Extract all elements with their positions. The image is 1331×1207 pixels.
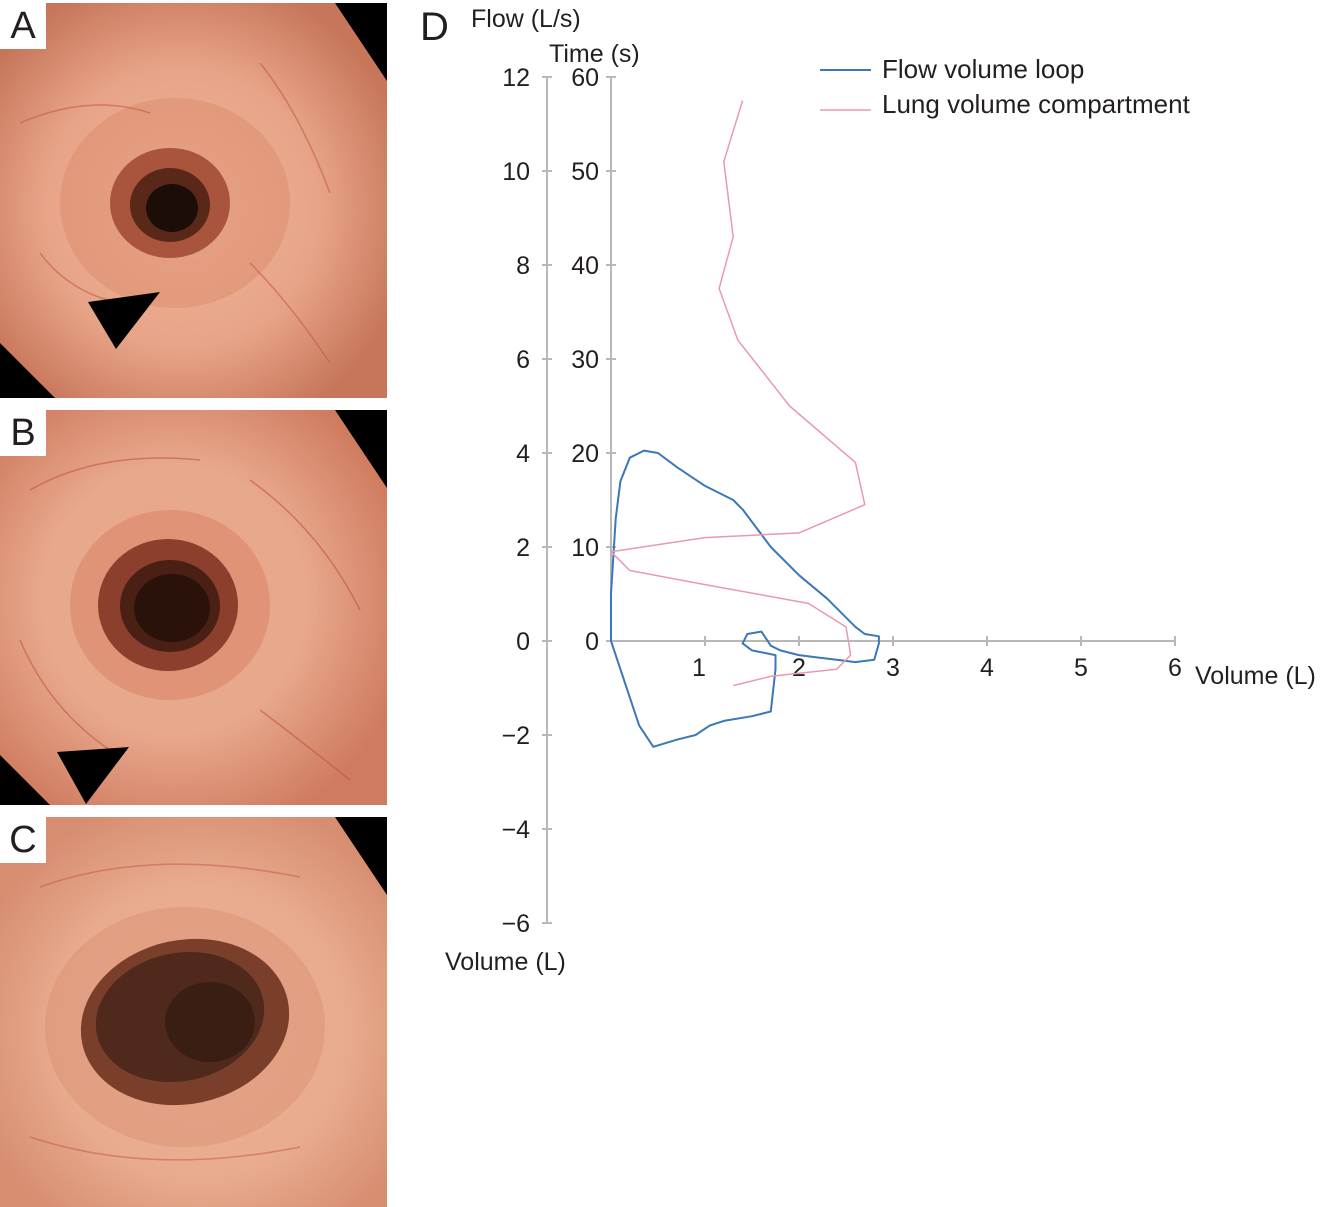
time-tick-label: 50	[571, 158, 599, 186]
panel-label-b: B	[0, 410, 46, 456]
flow-tick-label: 12	[502, 64, 530, 92]
endoscopy-panel-c: C	[0, 817, 387, 1207]
flow-tick-label: 8	[516, 252, 530, 280]
panel-label-c: C	[0, 817, 46, 863]
arrowhead-marker	[57, 747, 129, 804]
volume-tick-label: 1	[692, 654, 706, 682]
legend: Flow volume loop Lung volume compartment	[820, 54, 1191, 119]
time-tick-label: 0	[585, 628, 599, 656]
bottom-volume-label: Volume (L)	[445, 948, 566, 976]
flow-axis-title: Flow (L/s)	[471, 5, 581, 33]
legend-label-lung-volume-compartment: Lung volume compartment	[882, 89, 1191, 119]
arrowhead-marker	[88, 292, 160, 349]
flow-tick-label: 4	[516, 440, 530, 468]
flow-tick-label: 0	[516, 628, 530, 656]
time-tick-label: 60	[571, 64, 599, 92]
time-tick-label: 30	[571, 346, 599, 374]
endoscopy-image-a	[0, 3, 387, 398]
endoscopy-panel-a: A	[0, 3, 387, 398]
time-tick-label: 10	[571, 534, 599, 562]
time-axis-title: Time (s)	[549, 40, 640, 68]
volume-tick-label: 6	[1168, 654, 1182, 682]
flow-tick-label: 10	[502, 158, 530, 186]
x-axis-title: Volume (L)	[1195, 662, 1316, 690]
volume-tick-label: 5	[1074, 654, 1088, 682]
panel-label-d: D	[420, 5, 449, 49]
panel-label-a: A	[0, 3, 46, 49]
series-layer	[610, 100, 880, 748]
endoscopy-panel-b: B	[0, 410, 387, 805]
endoscopy-image-c	[0, 817, 387, 1207]
volume-tick-label: 2	[792, 654, 806, 682]
flow-tick-label: 6	[516, 346, 530, 374]
series-line-lung-volume-compartment	[610, 100, 866, 687]
flow-tick-label: −6	[501, 910, 530, 938]
volume-tick-label: 3	[886, 654, 900, 682]
endoscopy-image-b	[0, 410, 387, 805]
volume-tick-label: 4	[980, 654, 994, 682]
time-tick-label: 20	[571, 440, 599, 468]
series-line-flow-volume-loop	[610, 449, 880, 748]
time-tick-label: 40	[571, 252, 599, 280]
flow-tick-label: −2	[501, 722, 530, 750]
flow-tick-label: 2	[516, 534, 530, 562]
legend-label-flow-volume-loop: Flow volume loop	[882, 54, 1084, 84]
flow-tick-label: −4	[501, 816, 530, 844]
